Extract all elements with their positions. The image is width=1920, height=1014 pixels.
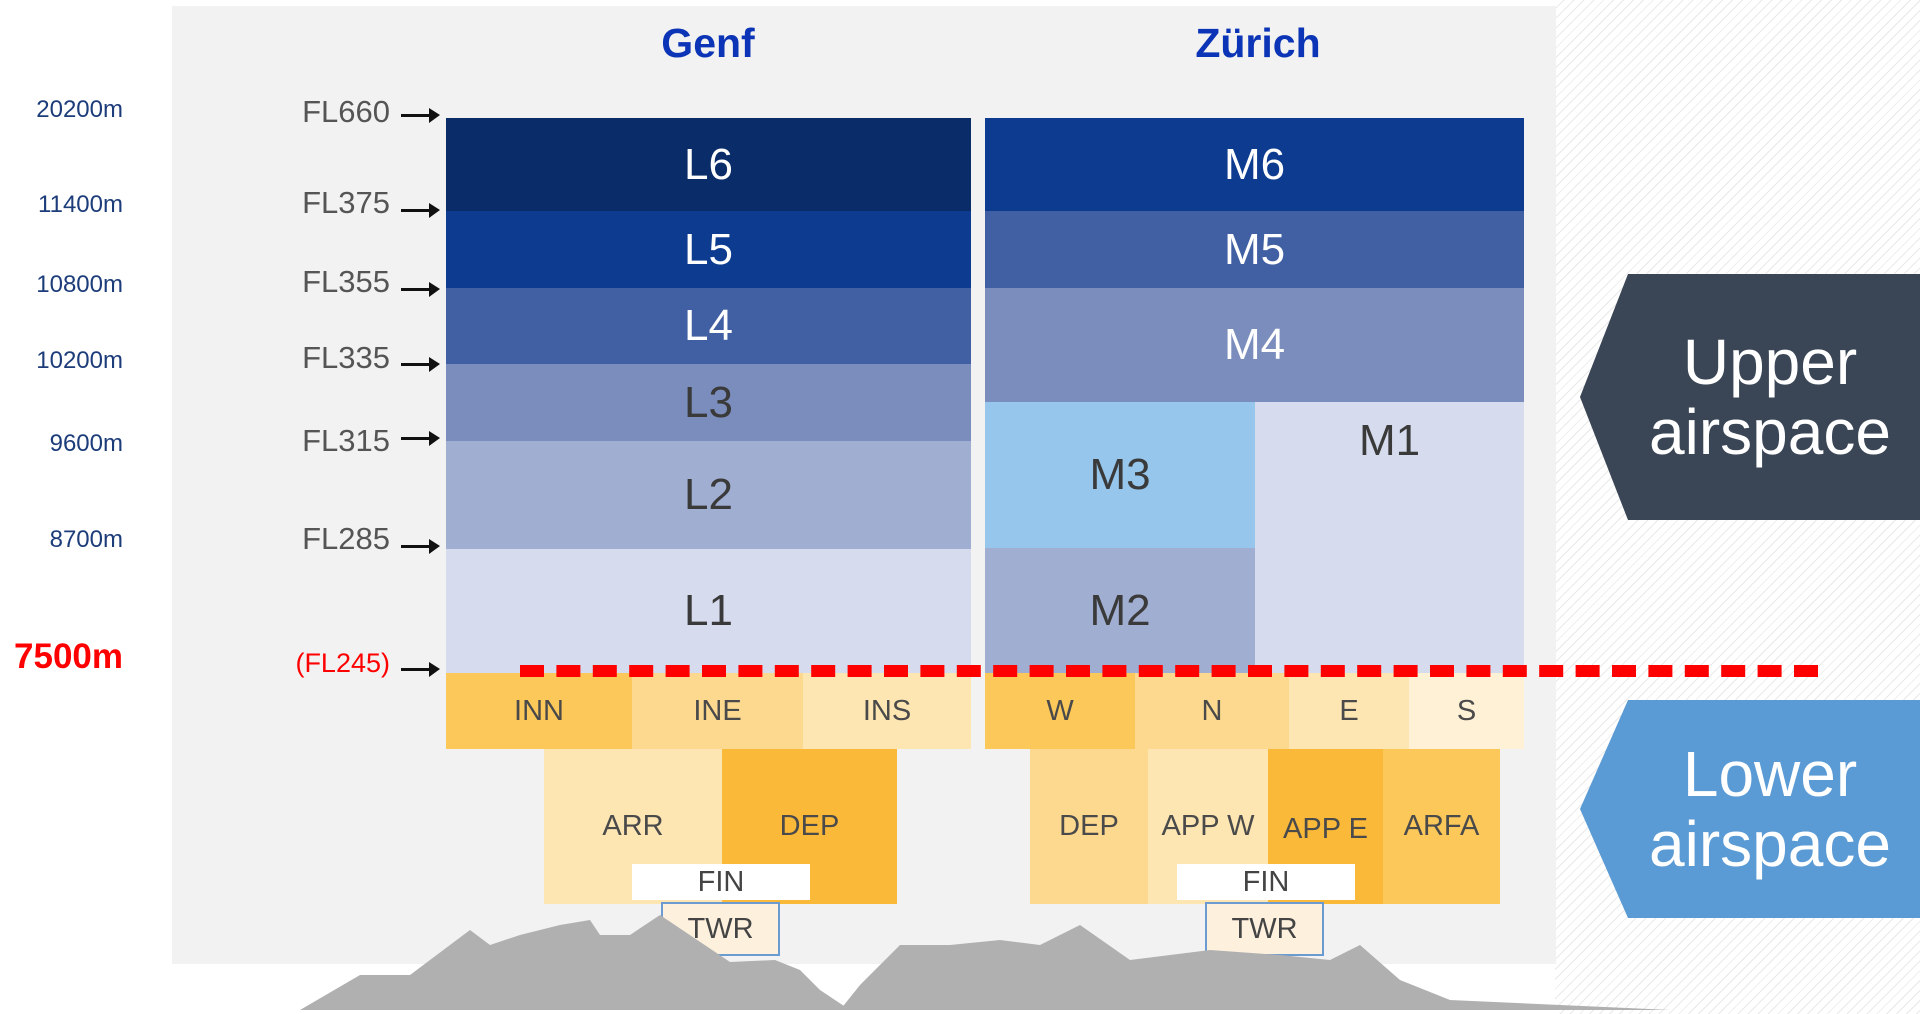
flight-level-label: FL285 xyxy=(302,521,390,556)
flight-level-label: FL355 xyxy=(302,264,390,299)
sector-l1: L1 xyxy=(446,549,971,673)
arrow-icon xyxy=(401,108,440,123)
sector-w: W xyxy=(985,673,1135,749)
fin-box-zurich: FIN xyxy=(1177,864,1355,900)
sector-m6: M6 xyxy=(985,118,1524,211)
sector-s: S xyxy=(1409,673,1524,749)
sector-m1: M1 xyxy=(1255,402,1524,673)
sector-m2: M2 xyxy=(985,548,1255,673)
arrow-icon xyxy=(401,431,440,446)
fin-box-genf: FIN xyxy=(632,864,810,900)
sector-l2: L2 xyxy=(446,441,971,549)
upper-airspace-label: Upper airspace xyxy=(1649,325,1891,468)
tag-chevron-shape xyxy=(1580,700,1920,918)
flight-level-label: FL335 xyxy=(302,340,390,375)
altitude-label: 20200m xyxy=(36,96,123,123)
sector-l5: L5 xyxy=(446,211,971,288)
flight-level-label: FL375 xyxy=(302,185,390,220)
sector-l3: L3 xyxy=(446,364,971,441)
altitude-label: 9600m xyxy=(49,430,123,457)
lower-airspace-tag: Lower airspace xyxy=(1580,700,1920,918)
sector-l6: L6 xyxy=(446,118,971,211)
altitude-label: 11400m xyxy=(38,191,123,218)
flight-level-label: FL660 xyxy=(302,94,390,129)
tag-chevron-shape xyxy=(1580,274,1920,520)
altitude-label: 10200m xyxy=(36,347,123,374)
sector-n: N xyxy=(1135,673,1289,749)
arrow-icon xyxy=(401,282,440,297)
arrow-icon xyxy=(401,357,440,372)
altitude-label-boundary: 7500m xyxy=(14,637,123,676)
sector-inn: INN xyxy=(446,673,632,749)
sector-m4: M4 xyxy=(985,288,1524,402)
city-title-genf: Genf xyxy=(661,20,755,66)
arrow-icon xyxy=(401,539,440,554)
sector-arfa: ARFA xyxy=(1383,749,1500,904)
altitude-label: 10800m xyxy=(36,271,123,298)
sector-m3: M3 xyxy=(985,402,1255,548)
sector-m5: M5 xyxy=(985,211,1524,288)
sector-ins: INS xyxy=(803,673,971,749)
altitude-label: 8700m xyxy=(49,526,123,553)
flight-level-label-boundary: (FL245) xyxy=(295,648,390,678)
arrow-icon xyxy=(401,662,440,677)
upper-airspace-tag: Upper airspace xyxy=(1580,274,1920,520)
sector-dep-zurich: DEP xyxy=(1030,749,1148,904)
sector-l4: L4 xyxy=(446,288,971,364)
lower-airspace-label: Lower airspace xyxy=(1649,737,1891,880)
city-title-zurich: Zürich xyxy=(1195,20,1321,66)
sector-ine: INE xyxy=(632,673,803,749)
arrow-icon xyxy=(401,203,440,218)
flight-level-label: FL315 xyxy=(302,423,390,458)
sector-e: E xyxy=(1289,673,1409,749)
fl245-boundary-line xyxy=(520,665,1818,677)
